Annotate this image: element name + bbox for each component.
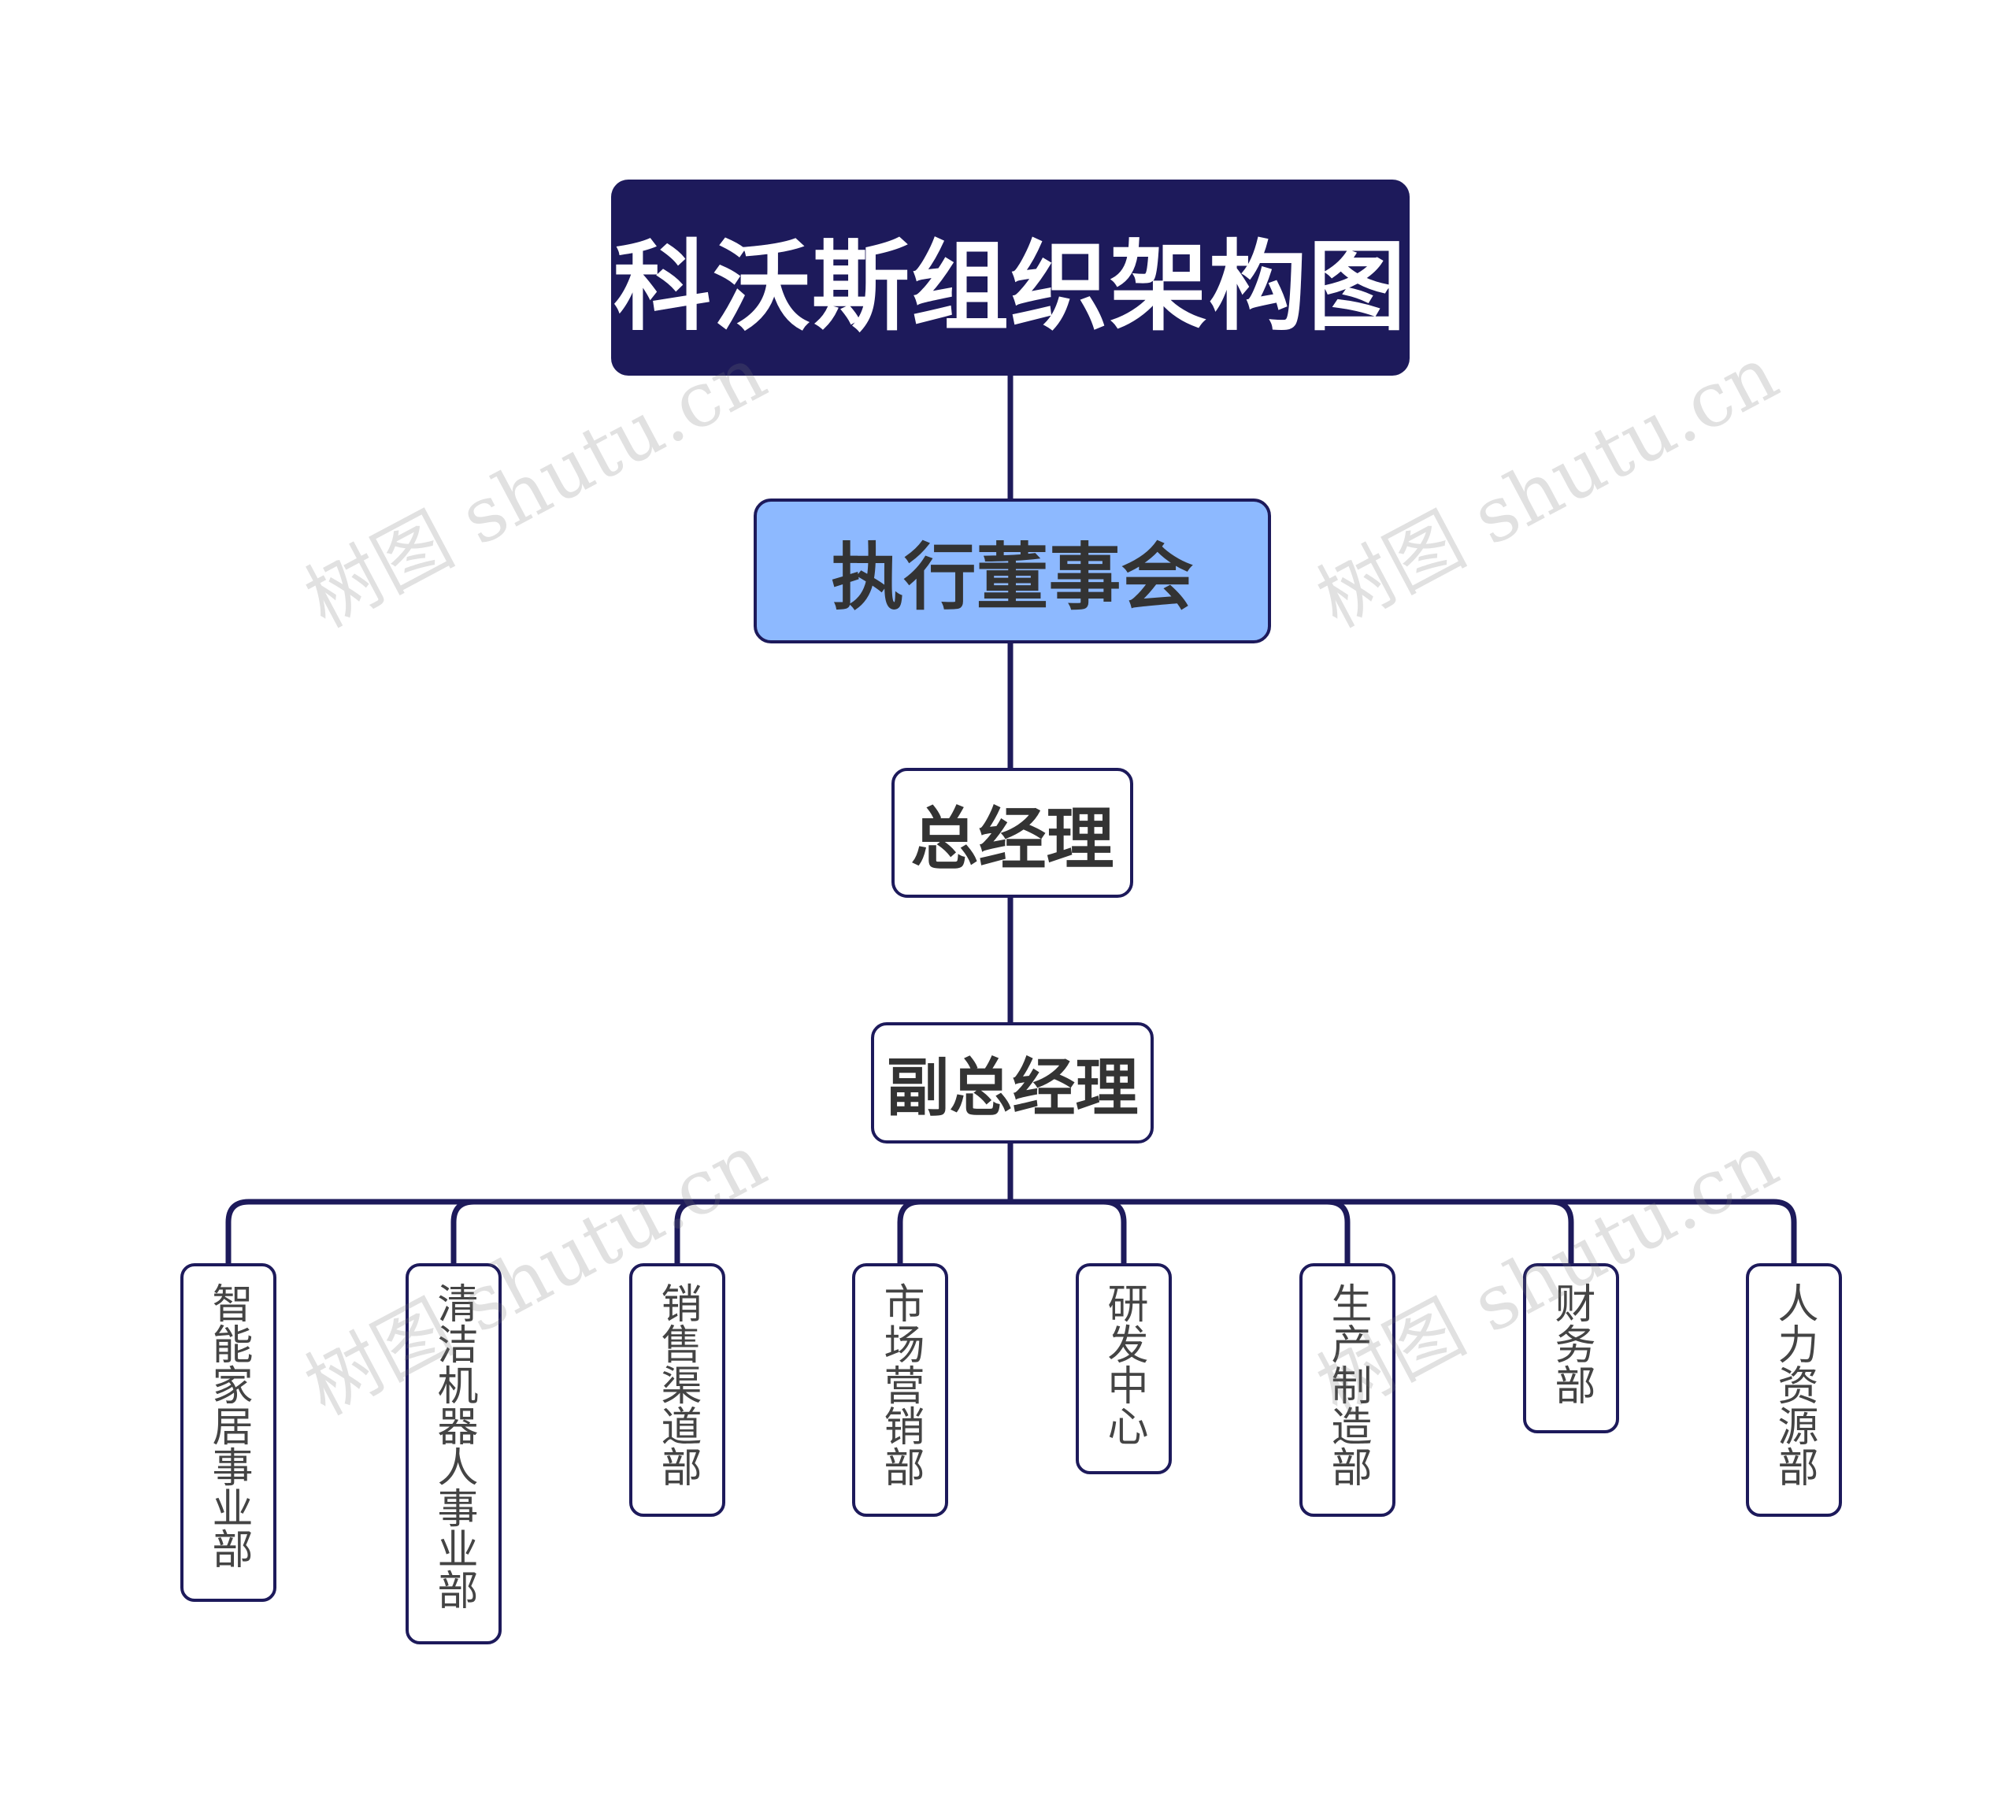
node-dept-human-resources: 人力资源部: [1746, 1263, 1842, 1517]
node-dept-smart-home: 智能家居事业部: [180, 1263, 276, 1602]
node-dept-cleaning-robot: 清洁机器人事业部: [406, 1263, 502, 1644]
connector-dept-7: [1547, 1199, 1574, 1266]
connector-dept-5: [1007, 1199, 1127, 1266]
connector-dept-4: [897, 1199, 924, 1266]
node-vice-general-manager: 副总经理: [871, 1022, 1154, 1144]
connector-dept-1: [225, 1199, 1014, 1266]
connector-dept-2: [450, 1199, 477, 1266]
node-dept-sales-channel: 销售渠道部: [629, 1263, 725, 1517]
connector-dept-6: [1324, 1199, 1351, 1266]
node-general-manager: 总经理: [891, 768, 1133, 898]
org-chart-title: 科沃斯组织架构图: [611, 180, 1410, 376]
node-executive-board: 执行董事会: [754, 499, 1271, 643]
node-dept-manufacturing: 生产制造部: [1299, 1263, 1395, 1517]
connector-dept-3: [674, 1199, 701, 1266]
node-dept-finance: 财务部: [1523, 1263, 1619, 1433]
connector-dept-8: [1007, 1199, 1797, 1266]
node-dept-rnd-center: 研发中心: [1076, 1263, 1172, 1474]
node-dept-marketing: 市场营销部: [852, 1263, 948, 1517]
